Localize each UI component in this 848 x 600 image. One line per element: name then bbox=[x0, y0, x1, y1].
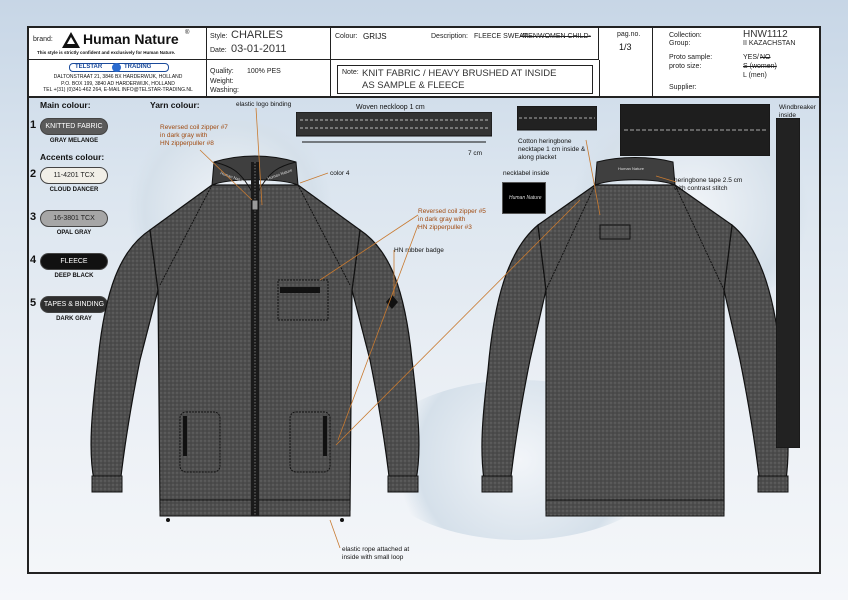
swatch-number: 1 bbox=[30, 119, 37, 131]
brand-name: Human Nature bbox=[83, 31, 179, 47]
ann-elastic-logo: elastic logo binding bbox=[236, 101, 292, 108]
necklabel-image: Human Nature bbox=[502, 182, 546, 214]
brand-label: brand: bbox=[33, 36, 53, 43]
chest-pocket-zipper bbox=[280, 287, 320, 293]
collection-label: Collection: bbox=[669, 32, 702, 39]
swatch-caption: GRAY MELANGE bbox=[49, 138, 99, 144]
mountain-logo-icon bbox=[62, 32, 80, 48]
contact-line: TEL +(31) (0)341-462 264, E-MAIL INFO@TE… bbox=[43, 87, 193, 93]
colour-label: Colour: bbox=[335, 33, 358, 40]
brand-tagline: This style is strictly confident and exc… bbox=[37, 50, 176, 55]
proto-sample-no: NO bbox=[760, 54, 771, 61]
trademark: ® bbox=[185, 30, 190, 36]
collection-value: HNW1112 bbox=[743, 29, 788, 40]
back-jacket-drawing: Human Nature bbox=[481, 157, 789, 517]
meta-cell: Collection: HNW1112 Group: II KAZACHSTAN… bbox=[653, 28, 821, 96]
address-line-2: P.O. BOX 199, 3840 AD HARDERWIJK, HOLLAN… bbox=[61, 80, 175, 87]
colour-value: GRIJS bbox=[363, 32, 387, 41]
swatch-number: 2 bbox=[30, 168, 37, 180]
note-line-1: KNIT FABRIC / HEAVY BRUSHED AT INSIDE bbox=[362, 68, 557, 79]
back-label-patch bbox=[599, 224, 631, 240]
telstar-logo: TELSTAR TRADING bbox=[69, 63, 169, 72]
right-cuff bbox=[387, 475, 419, 493]
left-sleeve bbox=[90, 228, 159, 486]
rubber-badge-icon bbox=[386, 295, 398, 309]
proto-sample-yes: YES/ bbox=[743, 54, 759, 61]
accents-colour-title: Accents colour: bbox=[40, 152, 105, 162]
swatch-caption: OPAL GRAY bbox=[56, 230, 92, 236]
proto-size-label: proto size: bbox=[669, 63, 702, 70]
right-sleeve bbox=[351, 228, 420, 486]
colour-swatch: TAPES & BINDING bbox=[40, 296, 108, 313]
left-pocket bbox=[179, 411, 221, 473]
brand-cell: brand: Human Nature ® This style is stri… bbox=[29, 28, 207, 96]
page-value: 1/3 bbox=[619, 42, 632, 52]
ann-badge: HN rubber badge bbox=[394, 247, 444, 254]
page-label: pag.no. bbox=[617, 31, 641, 38]
washing-label: Washing: bbox=[210, 87, 239, 94]
proto-size-struck: S (women) bbox=[743, 63, 777, 70]
ann-color4: color 4 bbox=[330, 170, 350, 177]
proto-size-value: L (men) bbox=[743, 72, 767, 79]
colour-swatch: 16-3801 TCX bbox=[40, 210, 108, 227]
style-label: Style: bbox=[210, 33, 228, 40]
address-line-1: DALTONSTRAAT 21, 3846 BX HARDERWIJK, HOL… bbox=[53, 74, 183, 80]
group-label: Group: bbox=[669, 40, 691, 47]
description-struck-women-child: WOMEN CHILD- bbox=[538, 33, 591, 40]
note-box: Note: KNIT FABRIC / HEAVY BRUSHED AT INS… bbox=[337, 65, 593, 94]
main-colour-title: Main colour: bbox=[40, 100, 91, 110]
neckloop-detail bbox=[296, 112, 492, 143]
front-jacket-drawing: Human Nature Human Nature bbox=[90, 155, 420, 522]
style-value: CHARLES bbox=[231, 29, 283, 41]
colour-swatch: FLEECE bbox=[40, 253, 108, 270]
swatch-number: 5 bbox=[30, 297, 37, 309]
quality-value: 100% PES bbox=[247, 68, 281, 75]
description-struck-men: -MEN bbox=[520, 33, 538, 40]
page-cell: pag.no. 1/3 bbox=[599, 28, 653, 96]
left-cuff bbox=[91, 475, 123, 493]
back-collar-logo: Human Nature bbox=[618, 166, 645, 171]
proto-sample-label: Proto sample: bbox=[669, 54, 713, 61]
group-value: II KAZACHSTAN bbox=[743, 40, 796, 47]
back-left-sleeve bbox=[481, 223, 547, 486]
description-label: Description: bbox=[431, 33, 468, 40]
quality-label: Quality: bbox=[210, 68, 234, 75]
description-cell: Colour: GRIJS Description: FLEECE SWEAT … bbox=[331, 28, 599, 60]
swatch-caption: CLOUD DANCER bbox=[49, 187, 99, 193]
tape-detail bbox=[517, 106, 597, 131]
description-value: FLEECE SWEAT bbox=[474, 33, 528, 40]
ann-necklabel: necklabel inside bbox=[503, 170, 550, 177]
colour-swatch: KNITTED FABRIC bbox=[40, 118, 108, 135]
swatch-caption: DEEP BLACK bbox=[54, 273, 94, 279]
right-pocket bbox=[289, 411, 331, 473]
note-label: Note: bbox=[342, 69, 359, 76]
note-line-2: AS SAMPLE & FLEECE bbox=[362, 80, 465, 91]
date-label: Date: bbox=[210, 47, 227, 54]
herringbone-detail bbox=[620, 104, 770, 156]
spec-header: brand: Human Nature ® This style is stri… bbox=[27, 26, 821, 98]
swatch-caption: DARK GRAY bbox=[56, 316, 92, 322]
supplier-label: Supplier: bbox=[669, 84, 697, 91]
weight-label: Weight: bbox=[210, 78, 234, 85]
chest-pocket bbox=[277, 279, 329, 321]
yarn-colour-title: Yarn colour: bbox=[150, 100, 200, 110]
swatch-number: 4 bbox=[30, 254, 37, 266]
zipper-puller-icon bbox=[251, 199, 259, 211]
colour-swatch: 11-4201 TCX bbox=[40, 167, 108, 184]
date-value: 03-01-2011 bbox=[231, 43, 287, 55]
swatch-number: 3 bbox=[30, 211, 37, 223]
back-collar bbox=[594, 157, 676, 186]
ann-woven-neckloop: Woven neckloop 1 cm bbox=[356, 104, 425, 111]
ann-seven-cm: 7 cm bbox=[468, 150, 483, 157]
style-cell: Style: CHARLES Date: 03-01-2011 Quality:… bbox=[207, 28, 331, 96]
windbreaker-strip bbox=[776, 118, 800, 448]
